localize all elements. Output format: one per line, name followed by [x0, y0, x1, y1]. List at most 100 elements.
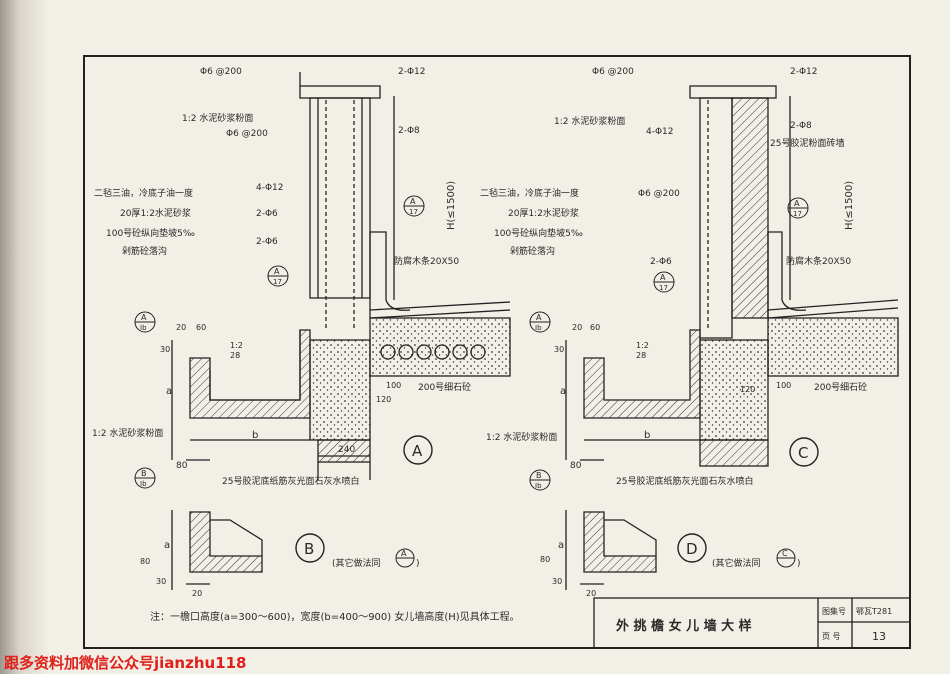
- label-c-concrete: 200号细石砼: [814, 381, 867, 393]
- circle-d: D: [686, 540, 698, 558]
- circle-b: B: [304, 540, 314, 558]
- dim-c-30: 30: [554, 345, 564, 354]
- note-text: 注：一檐口高度(a=300～600)，宽度(b=400～900) 女儿墙高度(H…: [150, 610, 520, 623]
- dim-a-60: 60: [196, 323, 206, 332]
- page-label: 页 号: [822, 632, 841, 641]
- label-a-2-12: 2-Φ12: [398, 67, 426, 77]
- circle-a: A: [412, 442, 423, 460]
- caption-b-ref: A: [401, 549, 407, 558]
- dim-b-80: 80: [140, 557, 150, 566]
- dim-a-ratio: 1:2: [230, 341, 243, 350]
- dim-b-a: a: [164, 540, 170, 551]
- dim-a-ratio-b: 28: [230, 351, 240, 360]
- dim-a-20: 20: [176, 323, 186, 332]
- page-value: 13: [872, 630, 886, 643]
- caption-d-end: ): [797, 559, 801, 569]
- detail-d: [565, 510, 657, 590]
- dim-a-100: 100: [386, 381, 401, 390]
- detail-c-labels: Φ6 @200 2-Φ12 1:2 水泥砂浆粉面 4-Φ12 2-Φ8 25号胶…: [480, 67, 867, 487]
- dim-c-60: 60: [590, 323, 600, 332]
- circle-c: C: [798, 444, 808, 462]
- label-c-finish: 25号胶泥底纸筋灰光面石灰水喷白: [616, 475, 753, 487]
- label-a-felt: 二毡三油，冷底子油一度: [94, 187, 193, 199]
- dim-a-80: 80: [176, 461, 188, 471]
- dim-b-20: 20: [192, 589, 202, 598]
- label-a-mortar-bottom: 1:2 水泥砂浆粉面: [92, 427, 163, 439]
- caption-b-end: ): [416, 559, 420, 569]
- dim-c-80: 80: [570, 461, 582, 471]
- label-a-mortar: 1:2 水泥砂浆粉面: [182, 112, 253, 124]
- gutter-c: [583, 329, 701, 419]
- label-a-6-200: Φ6 @200: [226, 129, 268, 139]
- label-a-wood: 防腐木条20X50: [394, 255, 459, 267]
- ref-b-top: B: [141, 469, 147, 478]
- dim-c-a: a: [560, 386, 566, 397]
- parapet-wall-a: [309, 97, 371, 299]
- label-a-rebar-top: Φ6 @200: [200, 67, 242, 77]
- label-a-finish: 25号胶泥底纸筋灰光面石灰水喷白: [222, 475, 359, 487]
- dim-a-120: 120: [376, 395, 391, 404]
- dim-d-a: a: [558, 540, 564, 551]
- brick-wall-c: [731, 97, 769, 319]
- edge-beam-a: [309, 339, 371, 441]
- label-a-2-8: 2-Φ8: [398, 126, 420, 136]
- dim-c-20: 20: [572, 323, 582, 332]
- title-block: [593, 597, 911, 649]
- label-a-height: H(≤1500): [446, 181, 457, 230]
- ref-c-17b-bot: 17: [659, 284, 668, 292]
- detail-a: [171, 72, 511, 480]
- binding-spine: [0, 0, 48, 674]
- label-a-2-6a: 2-Φ6: [256, 209, 278, 219]
- detail-b: [171, 510, 263, 590]
- detail-d-labels: B Ib a 80 30 20 D (其它做法同 C ): [529, 469, 801, 598]
- dim-d-20: 20: [586, 589, 596, 598]
- label-c-2-8: 2-Φ8: [790, 121, 812, 131]
- ref-a-17b-bot: 17: [273, 278, 282, 286]
- dim-c-120: 120: [740, 385, 755, 394]
- label-c-height: H(≤1500): [844, 181, 855, 230]
- label-c-rebar-top: Φ6 @200: [592, 67, 634, 77]
- ref-c-17b-top: A: [660, 273, 666, 282]
- label-c-2-6: 2-Φ6: [650, 257, 672, 267]
- atlas-label: 图集号: [822, 606, 846, 616]
- label-a-concrete: 200号细石砼: [418, 381, 471, 393]
- dim-c-ratio-b: 28: [636, 351, 646, 360]
- ref-a-17b-top: A: [274, 267, 280, 276]
- dim-a-240: 240: [338, 445, 355, 455]
- label-c-6-200: Φ6 @200: [638, 189, 680, 199]
- caption-d-ref: C: [782, 549, 788, 558]
- roof-slab-c: [767, 317, 899, 377]
- detail-b-labels: B Ib a 80 30 20 B (其它做法同 A ): [134, 467, 420, 598]
- roof-slab-a: [369, 317, 511, 377]
- label-c-slope: 100号砼纵向垫坡5‰: [494, 227, 583, 239]
- label-c-2-12: 2-Φ12: [790, 67, 818, 77]
- ref-c-17-bot: 17: [793, 210, 802, 218]
- dim-c-100: 100: [776, 381, 791, 390]
- title-text: 外 挑 檐 女 儿 墙 大 样: [615, 618, 752, 634]
- dim-d-30: 30: [552, 577, 562, 586]
- ref-c-ib-bot: Ib: [535, 324, 542, 332]
- ref-d-bot: Ib: [535, 482, 542, 490]
- label-c-wall: 25号胶泥粉面砖墙: [770, 137, 844, 149]
- ref-d-top: B: [536, 471, 542, 480]
- dim-b-30: 30: [156, 577, 166, 586]
- dim-d-80: 80: [540, 555, 550, 564]
- label-c-gutter: 剁筋砼落沟: [510, 245, 555, 257]
- ref-c-ib-top: A: [536, 313, 542, 322]
- ref-a-ib-top: A: [141, 313, 147, 322]
- label-c-mortar20: 20厚1:2水泥砂浆: [508, 207, 579, 219]
- label-a-2-6b: 2-Φ6: [256, 237, 278, 247]
- label-c-mortar-bottom: 1:2 水泥砂浆粉面: [486, 431, 557, 443]
- dim-a-b: b: [252, 430, 258, 441]
- caption-d: (其它做法同: [712, 557, 761, 569]
- ref-b-bot: Ib: [140, 480, 147, 488]
- dim-c-b: b: [644, 430, 650, 441]
- label-c-wood: 防腐木条20X50: [786, 255, 851, 267]
- ref-a-ib-bot: Ib: [140, 324, 147, 332]
- label-c-mortar: 1:2 水泥砂浆粉面: [554, 115, 625, 127]
- dim-c-ratio: 1:2: [636, 341, 649, 350]
- dim-a-30: 30: [160, 345, 170, 354]
- detail-c: [565, 85, 899, 467]
- caption-b: (其它做法同: [332, 557, 381, 569]
